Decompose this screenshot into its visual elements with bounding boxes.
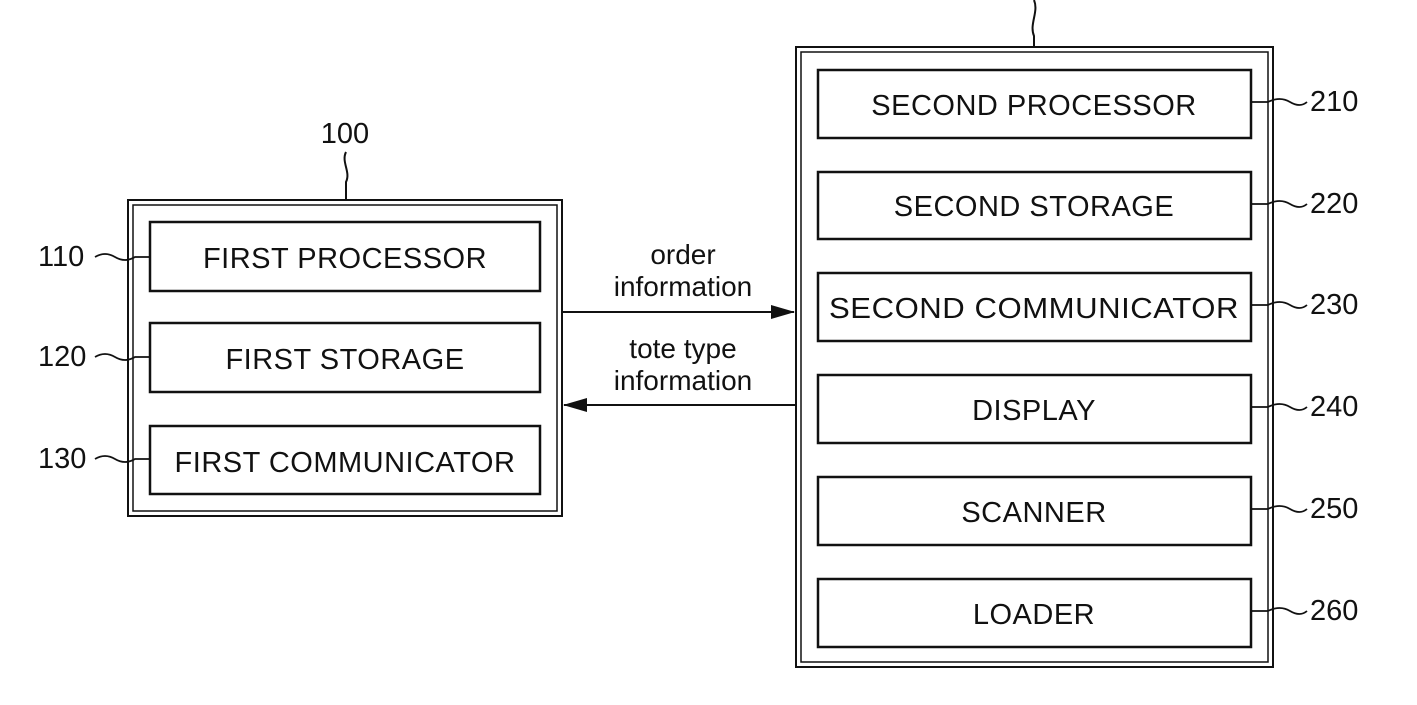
tote-type-information-label-line1: tote type (629, 333, 736, 364)
flow-tote-type-information: tote type information (564, 333, 796, 405)
tote-type-information-label-line2: information (614, 365, 753, 396)
first-storage-block: FIRST STORAGE 120 (38, 323, 540, 392)
first-communicator-ref: 130 (38, 443, 86, 475)
second-device-leader (1033, 0, 1036, 47)
loader-ref: 260 (1310, 595, 1358, 627)
first-storage-ref: 120 (38, 341, 86, 373)
scanner-ref: 250 (1310, 493, 1358, 525)
first-communicator-label: FIRST COMMUNICATOR (175, 447, 516, 479)
second-processor-ref: 210 (1310, 86, 1358, 118)
second-processor-label: SECOND PROCESSOR (871, 90, 1196, 122)
scanner-label: SCANNER (961, 497, 1106, 529)
first-device-leader (345, 152, 348, 200)
order-information-label-line2: information (614, 271, 753, 302)
scanner-block: SCANNER 250 (818, 477, 1358, 545)
flow-order-information: order information (562, 239, 794, 312)
order-information-label-line1: order (650, 239, 715, 270)
first-processor-ref: 110 (38, 241, 84, 273)
display-block: DISPLAY 240 (818, 375, 1358, 443)
display-ref: 240 (1310, 391, 1358, 423)
second-communicator-label: SECOND COMMUNICATOR (829, 293, 1239, 325)
loader-label: LOADER (973, 599, 1095, 631)
second-communicator-ref: 230 (1310, 289, 1358, 321)
second-storage-block: SECOND STORAGE 220 (818, 172, 1358, 239)
second-device: SECOND PROCESSOR 210 SECOND STORAGE 220 … (796, 0, 1358, 667)
second-processor-block: SECOND PROCESSOR 210 (818, 70, 1358, 138)
loader-block: LOADER 260 (818, 579, 1358, 647)
first-processor-label: FIRST PROCESSOR (203, 243, 487, 275)
second-storage-label: SECOND STORAGE (894, 191, 1174, 223)
first-device: 100 FIRST PROCESSOR 110 FIRST STORAGE 12… (38, 118, 562, 516)
second-device-frame-outer (796, 47, 1273, 667)
second-storage-ref: 220 (1310, 188, 1358, 220)
second-communicator-block: SECOND COMMUNICATOR 230 (818, 273, 1358, 341)
display-label: DISPLAY (972, 395, 1096, 427)
first-storage-label: FIRST STORAGE (225, 344, 464, 376)
first-communicator-block: FIRST COMMUNICATOR 130 (38, 426, 540, 494)
first-processor-block: FIRST PROCESSOR 110 (38, 222, 540, 291)
first-device-ref: 100 (321, 118, 369, 150)
